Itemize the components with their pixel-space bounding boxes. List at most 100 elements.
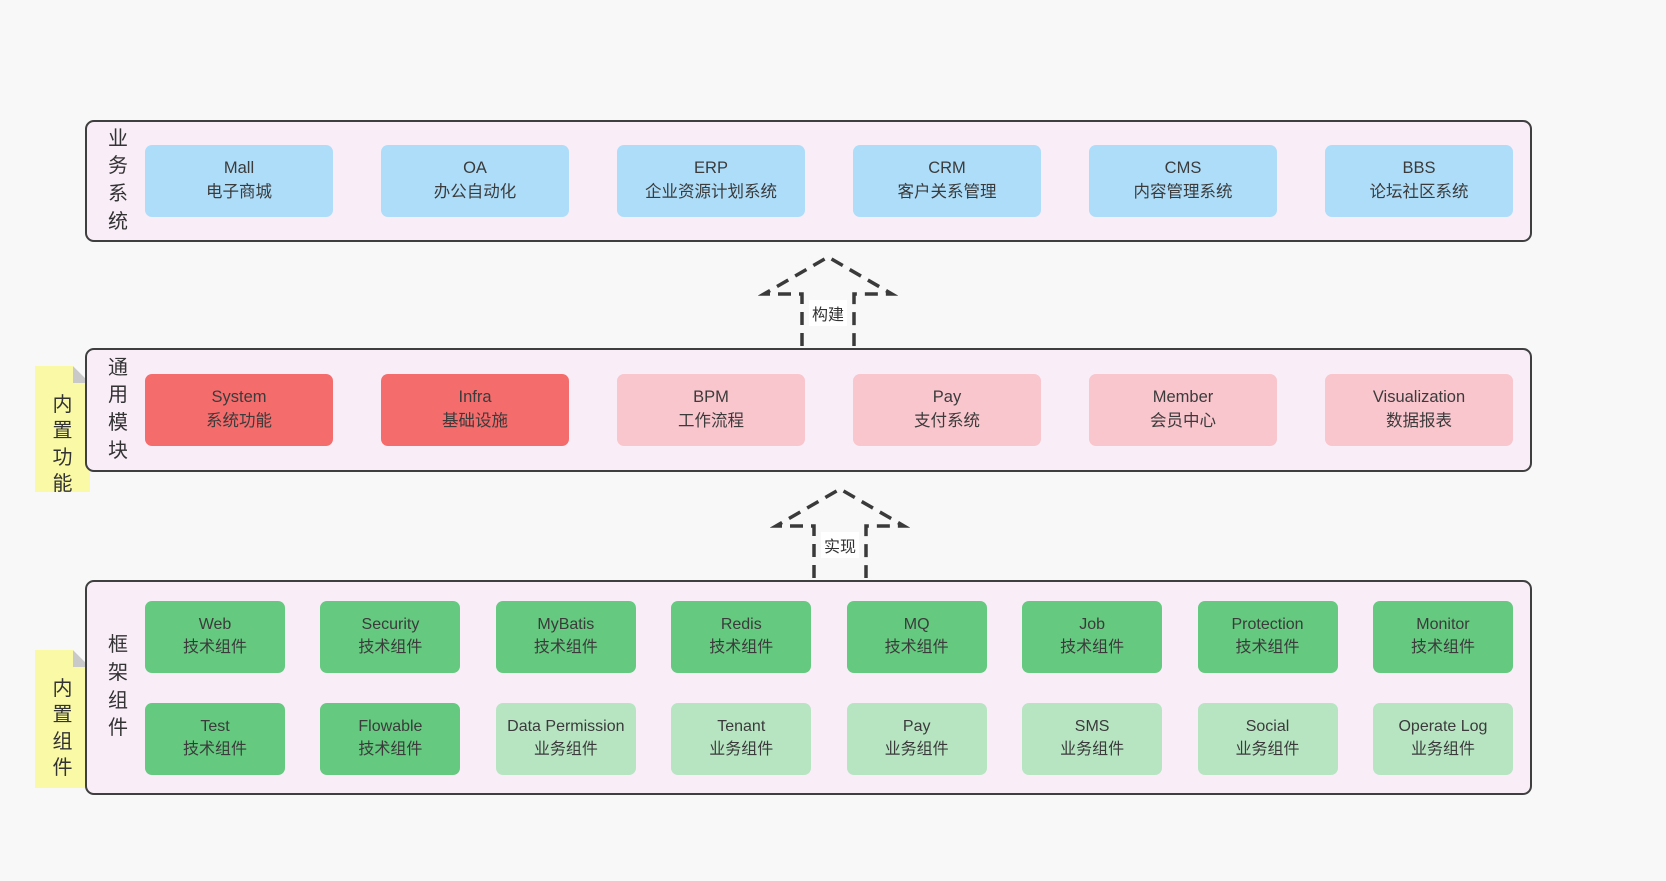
- layer-business-systems: 业务系统 Mall 电子商城 OA 办公自动化 ERP 企业资源计划系统 CRM…: [85, 120, 1532, 242]
- component-box-redis: Redis 技术组件: [671, 600, 812, 673]
- box-title: System: [211, 388, 267, 407]
- box-title: Pay: [932, 388, 962, 407]
- module-box-bpm: BPM 工作流程: [617, 374, 805, 446]
- box-title: Data Permission: [507, 718, 625, 736]
- box-subtitle: 客户关系管理: [897, 183, 997, 201]
- box-subtitle: 企业资源计划系统: [645, 183, 777, 201]
- layer-framework-components: 框架组件 Web 技术组件 Security 技术组件 MyBatis 技术组件…: [85, 580, 1532, 795]
- component-box-job: Job 技术组件: [1022, 600, 1163, 673]
- component-box-data-permission: Data Permission 业务组件: [495, 702, 636, 775]
- layer-label-business-systems: 业务系统: [103, 122, 133, 240]
- box-title: OA: [463, 159, 487, 178]
- tech-components-row: Web 技术组件 Security 技术组件 MyBatis 技术组件 Redi…: [145, 600, 1513, 673]
- box-title: Tenant: [717, 718, 766, 736]
- component-box-tenant: Tenant 业务组件: [671, 702, 812, 775]
- module-box-infra: Infra 基础设施: [381, 374, 569, 446]
- box-title: Social: [1245, 718, 1290, 736]
- box-subtitle: 业务组件: [1235, 740, 1300, 758]
- box-subtitle: 技术组件: [358, 740, 423, 758]
- implement-arrow-icon: 实现: [770, 486, 910, 579]
- layer-common-modules: 通用模块 System 系统功能 Infra 基础设施 BPM 工作流程 Pay…: [85, 348, 1532, 472]
- box-subtitle: 技术组件: [709, 638, 774, 656]
- box-title: Pay: [902, 718, 931, 736]
- component-box-social: Social 业务组件: [1197, 702, 1338, 775]
- system-box-mall: Mall 电子商城: [145, 145, 333, 217]
- component-box-mq: MQ 技术组件: [846, 600, 987, 673]
- arrow-label: 构建: [808, 300, 848, 326]
- system-box-crm: CRM 客户关系管理: [853, 145, 1041, 217]
- component-box-web: Web 技术组件: [145, 600, 285, 673]
- box-subtitle: 技术组件: [182, 740, 247, 758]
- box-subtitle: 技术组件: [884, 638, 949, 656]
- box-subtitle: 技术组件: [182, 638, 247, 656]
- box-title: Web: [198, 616, 232, 634]
- box-title: Operate Log: [1398, 718, 1488, 736]
- box-title: ERP: [694, 159, 728, 178]
- layer-label-text: 框架组件: [108, 634, 128, 740]
- box-title: Protection: [1231, 616, 1304, 634]
- box-subtitle: 技术组件: [1060, 638, 1125, 656]
- box-title: BPM: [693, 388, 729, 407]
- box-title: CRM: [928, 159, 966, 178]
- box-title: Mall: [223, 159, 255, 178]
- box-subtitle: 支付系统: [914, 412, 980, 430]
- box-subtitle: 技术组件: [533, 638, 598, 656]
- module-box-system: System 系统功能: [145, 374, 333, 446]
- layer-label-text: 业务系统: [108, 127, 128, 233]
- framework-components-grid: Web 技术组件 Security 技术组件 MyBatis 技术组件 Redi…: [145, 582, 1513, 793]
- component-box-monitor: Monitor 技术组件: [1372, 600, 1513, 673]
- box-subtitle: 基础设施: [442, 412, 508, 430]
- box-title: Visualization: [1372, 388, 1466, 407]
- sticky-note-builtin-components: 内置组件: [35, 650, 90, 788]
- box-title: SMS: [1074, 718, 1110, 736]
- box-title: MQ: [903, 616, 930, 634]
- system-box-cms: CMS 内容管理系统: [1089, 145, 1277, 217]
- box-title: MyBatis: [537, 616, 595, 634]
- box-subtitle: 业务组件: [1060, 740, 1125, 758]
- layer-label-common-modules: 通用模块: [103, 350, 133, 470]
- sticky-note-label: 内置组件: [52, 678, 73, 780]
- component-box-flowable: Flowable 技术组件: [320, 702, 461, 775]
- build-arrow-icon: 构建: [758, 254, 898, 347]
- component-box-mybatis: MyBatis 技术组件: [495, 600, 636, 673]
- module-box-pay: Pay 支付系统: [853, 374, 1041, 446]
- box-title: Flowable: [358, 718, 423, 736]
- box-subtitle: 业务组件: [709, 740, 774, 758]
- box-subtitle: 系统功能: [206, 412, 272, 430]
- component-box-pay: Pay 业务组件: [846, 702, 987, 775]
- box-subtitle: 技术组件: [358, 638, 423, 656]
- box-subtitle: 办公自动化: [433, 183, 517, 201]
- box-title: Test: [200, 718, 230, 736]
- arrow-label: 实现: [820, 532, 860, 558]
- system-box-oa: OA 办公自动化: [381, 145, 569, 217]
- box-title: Job: [1079, 616, 1105, 634]
- box-subtitle: 数据报表: [1386, 412, 1452, 430]
- sticky-note-builtin-features: 内置功能: [35, 366, 90, 492]
- box-subtitle: 内容管理系统: [1133, 183, 1233, 201]
- box-title: BBS: [1402, 159, 1436, 178]
- box-subtitle: 业务组件: [1410, 740, 1475, 758]
- common-modules-row: System 系统功能 Infra 基础设施 BPM 工作流程 Pay 支付系统…: [145, 350, 1513, 470]
- box-title: Redis: [720, 616, 762, 634]
- module-box-member: Member 会员中心: [1089, 374, 1277, 446]
- box-title: Member: [1152, 388, 1214, 407]
- system-box-erp: ERP 企业资源计划系统: [617, 145, 805, 217]
- box-title: Monitor: [1416, 616, 1470, 634]
- system-box-bbs: BBS 论坛社区系统: [1325, 145, 1513, 217]
- module-box-visualization: Visualization 数据报表: [1325, 374, 1513, 446]
- box-subtitle: 技术组件: [1410, 638, 1475, 656]
- box-subtitle: 业务组件: [884, 740, 949, 758]
- layer-label-text: 通用模块: [108, 356, 128, 462]
- box-title: Infra: [458, 388, 492, 407]
- component-box-operate-log: Operate Log 业务组件: [1372, 702, 1513, 775]
- box-subtitle: 论坛社区系统: [1369, 183, 1469, 201]
- component-box-protection: Protection 技术组件: [1197, 600, 1338, 673]
- component-box-sms: SMS 业务组件: [1022, 702, 1163, 775]
- box-subtitle: 工作流程: [678, 412, 744, 430]
- box-subtitle: 电子商城: [206, 183, 272, 201]
- box-subtitle: 业务组件: [533, 740, 598, 758]
- box-title: Security: [361, 616, 420, 634]
- component-box-test: Test 技术组件: [145, 702, 285, 775]
- layer-label-framework-components: 框架组件: [103, 582, 133, 793]
